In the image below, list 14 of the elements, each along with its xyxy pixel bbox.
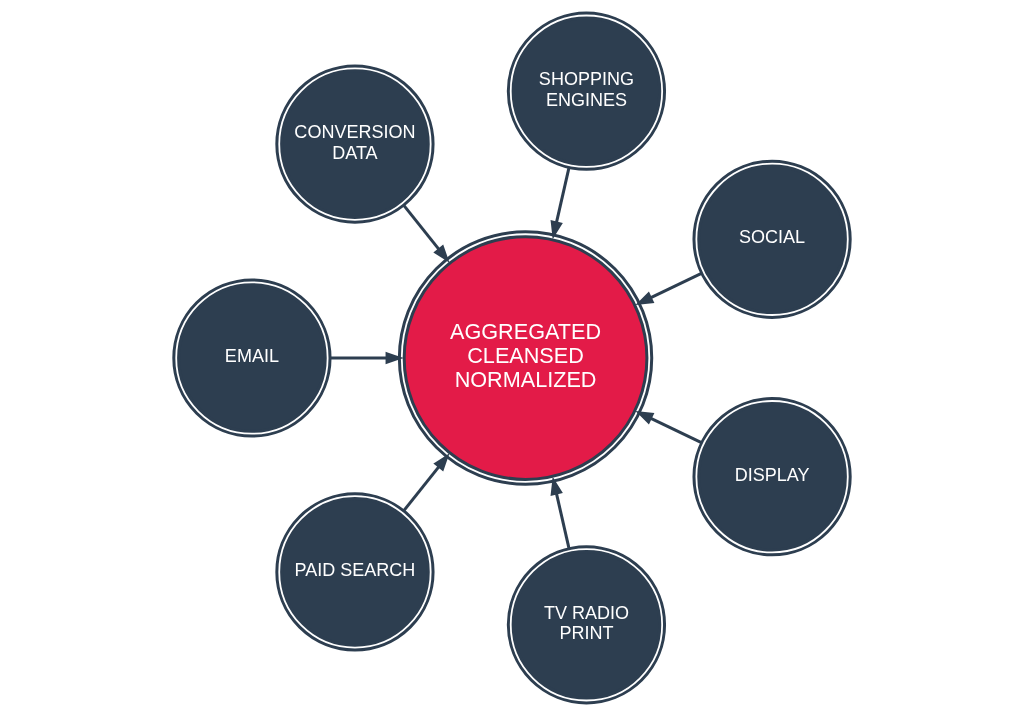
arrow [550,476,571,549]
node-circle: TV RADIO PRINT [506,545,667,705]
arrow [635,410,703,445]
arrow [402,204,450,263]
arrow [330,351,404,365]
node-circle: CONVERSION DATA [275,64,435,224]
node-circle: SOCIAL [692,159,852,319]
arrow [550,167,571,240]
node-circle: SHOPPING ENGINES [506,11,667,171]
node-circle: DISPLAY [692,397,852,557]
node-circle: EMAIL [172,278,332,438]
arrow [402,453,450,512]
arrow [635,271,703,306]
node-circle: PAID SEARCH [275,492,435,652]
